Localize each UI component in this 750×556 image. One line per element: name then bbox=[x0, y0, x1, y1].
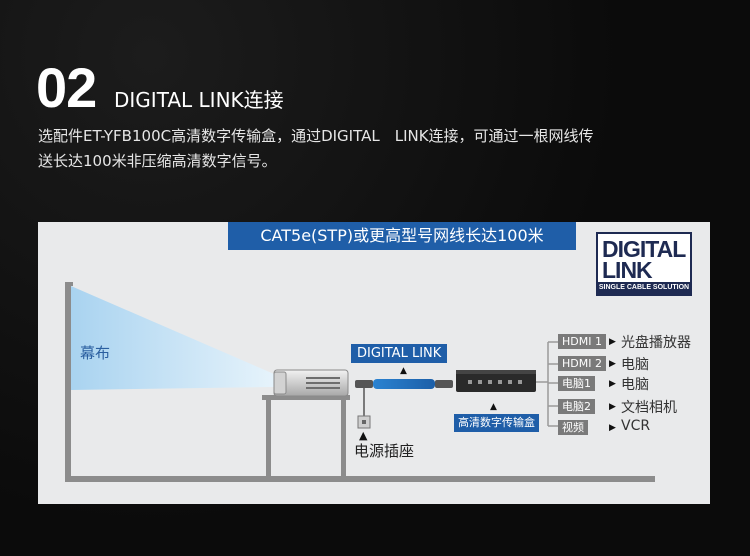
section-title: DIGITAL LINK连接 bbox=[114, 88, 284, 112]
device-label-disc-player: 光盘播放器 bbox=[621, 335, 691, 351]
room-outline bbox=[65, 282, 655, 482]
device-label-computer-2: 电脑 bbox=[621, 377, 649, 393]
port-badge-video: 视频 bbox=[558, 420, 588, 435]
connection-diagram: CAT5e(STP)或更高型号网线长达100米 DIGITAL LINK SIN… bbox=[38, 222, 710, 504]
diagram-graphics bbox=[65, 282, 655, 482]
arrow-right-icon: ▶ bbox=[609, 423, 616, 433]
digital-link-logo: DIGITAL LINK SINGLE CABLE SOLUTION bbox=[596, 232, 692, 296]
projector-icon bbox=[273, 369, 349, 397]
screen-label: 幕布 bbox=[80, 344, 111, 362]
description-line-2: 送长达100米非压缩高清数字信号。 bbox=[38, 152, 277, 170]
logo-line-2: LINK bbox=[602, 257, 653, 283]
section-number: 02 bbox=[36, 56, 97, 119]
transmitter-box-label: 高清数字传输盒 bbox=[454, 414, 539, 432]
power-socket-label: 电源插座 bbox=[354, 442, 415, 460]
pointer-up-icon: ▲ bbox=[490, 402, 497, 412]
power-socket-icon bbox=[357, 386, 371, 429]
logo-line-1: DIGITAL bbox=[602, 236, 686, 262]
port-badge-hdmi1: HDMI 1 bbox=[558, 334, 606, 349]
pointer-up-icon: ▲ bbox=[400, 366, 407, 376]
port-badge-hdmi2: HDMI 2 bbox=[558, 356, 606, 371]
arrow-right-icon: ▶ bbox=[609, 337, 616, 347]
port-badge-pc1: 电脑1 bbox=[558, 376, 595, 391]
arrow-right-icon: ▶ bbox=[609, 402, 616, 412]
transmitter-box-icon bbox=[456, 370, 536, 392]
device-label-document-camera: 文档相机 bbox=[621, 400, 677, 416]
arrow-right-icon: ▶ bbox=[609, 359, 616, 369]
digital-link-label: DIGITAL LINK bbox=[351, 344, 448, 363]
device-label-vcr: VCR bbox=[621, 418, 651, 434]
cable-length-banner: CAT5e(STP)或更高型号网线长达100米 bbox=[228, 222, 576, 250]
output-connector-lines bbox=[536, 341, 558, 427]
description-line-1: 选配件ET-YFB100C高清数字传输盒，通过DIGITAL LINK连接，可通… bbox=[38, 127, 594, 145]
digital-link-cable bbox=[355, 379, 453, 389]
port-badge-pc2: 电脑2 bbox=[558, 399, 595, 414]
logo-tagline: SINGLE CABLE SOLUTION bbox=[598, 282, 690, 294]
projector-table bbox=[262, 395, 350, 478]
device-label-computer-1: 电脑 bbox=[621, 357, 649, 373]
pointer-up-icon: ▲ bbox=[359, 429, 368, 442]
projector-beam bbox=[71, 286, 274, 390]
description: 选配件ET-YFB100C高清数字传输盒，通过DIGITAL LINK连接，可通… bbox=[38, 124, 708, 174]
arrow-right-icon: ▶ bbox=[609, 379, 616, 389]
